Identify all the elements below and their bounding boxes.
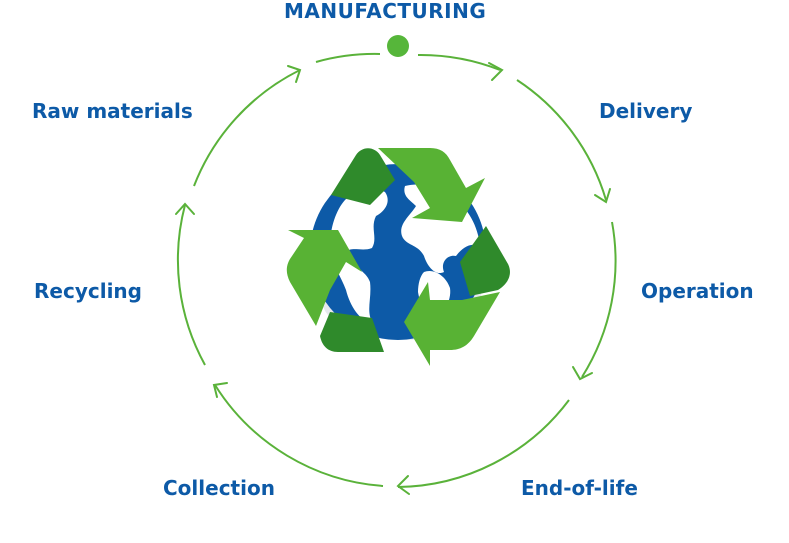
arrowhead-endoflife	[572, 366, 593, 381]
arrowhead-delivery	[488, 62, 504, 81]
recycle-arrow-top-light	[378, 148, 485, 222]
recycle-arrow-right-dark	[460, 226, 510, 296]
recycle-arrow-left-dark	[320, 312, 384, 352]
cycle-arrowheads	[175, 62, 611, 495]
arc-recycling-to-raw	[176, 204, 206, 366]
arrowhead-collection	[396, 475, 410, 495]
manufacturing-dot	[387, 35, 409, 57]
stage-label-operation: Operation	[641, 279, 754, 303]
recycling-globe-icon	[286, 148, 510, 366]
arrowhead-operation	[594, 188, 611, 204]
arrowhead-raw	[175, 202, 195, 215]
stage-label-manufacturing: MANUFACTURING	[284, 0, 487, 23]
arc-raw-to-manufacturing	[193, 69, 301, 187]
stage-label-collection: Collection	[163, 476, 275, 500]
arrowhead-recycling	[212, 382, 228, 398]
arc-top-left	[315, 52, 381, 63]
arc-delivery-to-operation	[516, 79, 607, 201]
arc-collection-to-recycling	[214, 384, 384, 487]
recycle-arrow-top-dark	[331, 148, 395, 205]
cycle-ring	[176, 52, 617, 488]
stage-label-delivery: Delivery	[599, 99, 693, 123]
globe-continent-americas	[330, 189, 388, 322]
arc-manufacturing-to-delivery	[417, 53, 501, 71]
recycle-arrow-right-light	[404, 282, 500, 366]
recycle-arrow-left-light	[286, 230, 362, 326]
stage-label-raw-materials: Raw materials	[32, 99, 193, 123]
stage-label-recycling: Recycling	[34, 279, 142, 303]
arc-endoflife-to-collection	[397, 399, 570, 488]
arrowhead-manufacturing	[287, 65, 302, 83]
stage-label-end-of-life: End-of-life	[521, 476, 638, 500]
arc-operation-to-endoflife	[581, 221, 617, 378]
